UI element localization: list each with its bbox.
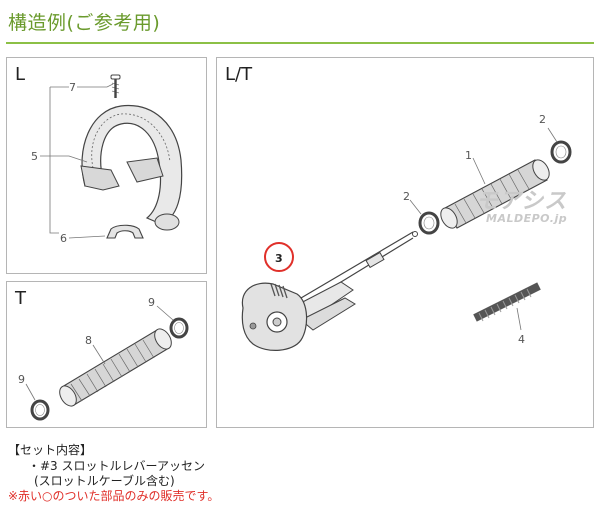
callout-5: 5: [31, 150, 38, 163]
callout-6: 6: [60, 232, 67, 245]
part-9-ring-lower: [30, 399, 50, 421]
highlight-circle: [264, 242, 294, 272]
watermark-logo: モアシス: [476, 189, 568, 214]
panel-t-label: T: [15, 288, 26, 309]
panel-lt-drawing: 2 1 2 3 4: [241, 113, 572, 351]
panel-l: L 7 5 6: [6, 57, 207, 274]
part-4-spring: [473, 282, 541, 322]
panel-l-label: L: [15, 64, 26, 85]
part-7-screw: [110, 74, 121, 98]
panel-lt-label: L/T: [225, 64, 253, 85]
part-3-throttle-lever: [241, 231, 418, 351]
title-divider: [6, 42, 594, 44]
part-8-grip: [59, 328, 172, 407]
part-1-grip: [440, 159, 550, 229]
panel-t-drawing: 9 8 9: [18, 296, 189, 421]
panel-lt-leaders: [409, 127, 558, 331]
callout-8: 8: [85, 334, 92, 347]
set-contents-item: ・#3 スロットルレバーアッセン: [28, 459, 206, 473]
callout-9-upper: 9: [148, 296, 155, 309]
set-contents-sub: (スロットルケーブル含む): [34, 474, 175, 488]
callout-1: 1: [465, 149, 472, 162]
part-2-ring-left: [418, 211, 440, 235]
panel-t-leaders: [25, 305, 174, 401]
panel-t: T 9 8 9: [6, 281, 207, 428]
callout-4: 4: [518, 333, 525, 346]
panel-l-drawing: 7 5 6: [31, 74, 183, 245]
panel-l-leaders: [40, 83, 114, 239]
set-contents-title: 【セット内容】: [8, 443, 93, 457]
sale-note: ※赤い○のついた部品のみの販売です。: [8, 489, 220, 503]
callout-7: 7: [69, 81, 76, 94]
page-title: 構造例(ご参考用): [8, 12, 161, 34]
callout-2-left: 2: [403, 190, 410, 203]
part-2-ring-right: [550, 140, 572, 164]
callout-3: 3: [275, 252, 283, 265]
part-6-clamp: [106, 224, 144, 239]
callout-2-right: 2: [539, 113, 546, 126]
panel-lt: L/T: [216, 57, 594, 428]
part-5-loop-handle: [80, 104, 183, 231]
watermark-url: MALDEPO.jp: [486, 212, 568, 225]
callout-9-lower: 9: [18, 373, 25, 386]
part-9-ring-upper: [169, 317, 189, 339]
